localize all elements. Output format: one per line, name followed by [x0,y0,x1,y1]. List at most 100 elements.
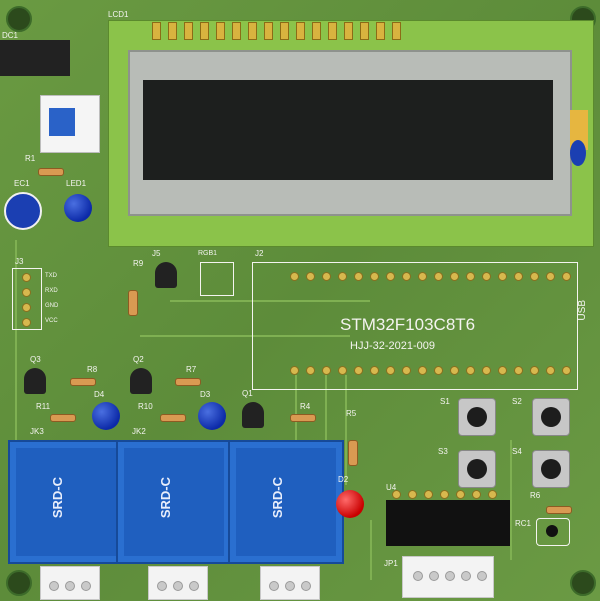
lcd-pin [344,22,353,40]
rgb1-label: RGB1 [198,250,218,257]
rc1-label: RC1 [515,519,532,528]
lcd-pin [376,22,385,40]
mcu-pin [338,366,347,375]
mcu-footprint [252,262,578,390]
blue-led [92,402,120,430]
r10-label: R10 [138,402,153,411]
r7-label: R7 [186,365,197,374]
resistor [70,378,96,386]
mcu-pin [402,366,411,375]
lcd-pin [280,22,289,40]
mcu-pin [498,366,507,375]
lcd-pin [200,22,209,40]
power-switch[interactable] [40,95,100,153]
mcu-pin [514,272,523,281]
mcu-pin [498,272,507,281]
mcu-pin [370,366,379,375]
resistor [50,414,76,422]
header-pin [22,318,31,327]
mcu-pin [418,272,427,281]
trace [325,375,327,495]
r5-label: R5 [346,409,357,418]
mcu-pin [434,366,443,375]
s2-label: S2 [512,397,522,406]
relay-jk3: SRD-C [8,440,124,564]
chip-pin [424,490,433,499]
lcd-pin [216,22,225,40]
r8-label: R8 [87,365,98,374]
relay-output-connector [260,566,320,600]
header-pin [22,273,31,282]
resistor [546,506,572,514]
mcu-pin [450,366,459,375]
mcu-pin [546,366,555,375]
pin-label-vcc: VCC [45,318,58,324]
q2-label: Q2 [133,355,144,364]
trace [345,375,347,485]
mounting-hole [6,6,32,32]
resistor [38,168,64,176]
relay-output-connector [40,566,100,600]
mcu-pin [354,272,363,281]
trace [140,335,350,337]
mcu-pin [482,272,491,281]
lcd-pin [328,22,337,40]
lcd-pin [392,22,401,40]
relay-jk1: SRD-C [228,440,344,564]
mcu-pin [402,272,411,281]
led1-label: LED1 [66,179,87,188]
chip-pin [488,490,497,499]
button-s3[interactable] [458,450,496,488]
s1-label: S1 [440,397,450,406]
sensor-j5 [155,262,177,288]
mcu-pin [546,272,555,281]
chip-pin [472,490,481,499]
j3-label: J3 [15,257,24,266]
switch-lever[interactable] [49,108,75,136]
d4-label: D4 [94,390,105,399]
mcu-pin [386,272,395,281]
jk2-label: JK2 [132,427,146,436]
capacitor [4,192,42,230]
mcu-pin [370,272,379,281]
lcd-screen [143,80,553,180]
mounting-hole [6,570,32,596]
mcu-label: STM32F103C8T6 [340,315,476,334]
dc-jack [0,40,70,76]
lcd-pin [312,22,321,40]
trace [295,375,297,485]
ec1-label: EC1 [14,179,30,188]
r1-label: R1 [25,154,36,163]
mcu-pin [482,366,491,375]
s4-label: S4 [512,447,522,456]
mcu-pin [562,366,571,375]
button-s1[interactable] [458,398,496,436]
mcu-pin [290,272,299,281]
transistor-q3 [24,368,46,394]
relay-label: SRD-C [270,477,285,519]
lcd-pin [296,22,305,40]
resistor [348,440,358,466]
transistor-q1 [242,402,264,428]
mcu-pin [354,366,363,375]
relay-label: SRD-C [158,477,173,519]
button-s4[interactable] [532,450,570,488]
j2-label: J2 [255,249,264,258]
pin-label-gnd: GND [45,303,59,309]
resistor [290,414,316,422]
mcu-pin [322,272,331,281]
mcu-pin [562,272,571,281]
trace [370,520,372,580]
sensor-rc1 [536,518,570,546]
relay-output-connector [148,566,208,600]
connector-jp1 [402,556,494,598]
j5-label: J5 [152,249,161,258]
rgb-led [200,262,234,296]
button-s2[interactable] [532,398,570,436]
resistor [128,290,138,316]
mounting-hole [570,570,596,596]
r9-label: R9 [133,259,144,268]
header-pin [22,288,31,297]
mcu-pin [322,366,331,375]
